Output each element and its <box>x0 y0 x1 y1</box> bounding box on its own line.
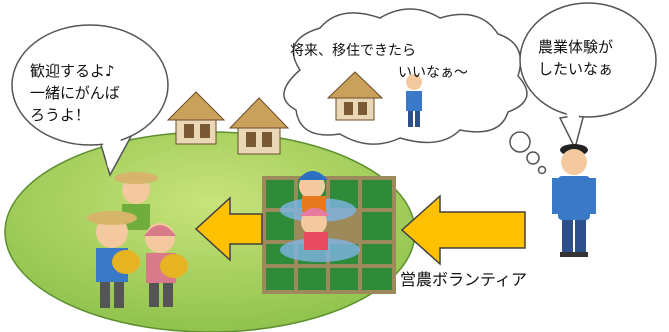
welcome-speech-bubble <box>11 24 169 177</box>
farmhouse-left <box>166 91 226 145</box>
farmers-group <box>87 172 188 308</box>
dream-house-icon <box>326 71 384 121</box>
dream-person-icon <box>406 74 422 127</box>
want-bubble-text: 農業体験が したいなぁ <box>538 36 613 80</box>
welcome-line-1: 歓迎するよ♪ <box>30 62 115 80</box>
welcome-line-2: 一緒にがんば <box>30 84 120 102</box>
volunteer-person <box>552 144 596 257</box>
dream-line-2: いいなぁ～ <box>398 65 468 81</box>
dream-bubble-text: 将来、移住できたら いいなぁ～ <box>290 40 468 84</box>
dream-line-1: 将来、移住できたら <box>290 43 416 59</box>
want-speech-bubble <box>519 2 657 151</box>
arrow-volunteer-to-field <box>400 194 526 266</box>
want-line-1: 農業体験が <box>538 38 614 56</box>
children-planting <box>280 171 360 262</box>
welcome-line-3: ろうよ！ <box>30 106 91 124</box>
arrow-field-to-village <box>194 196 263 262</box>
farm-volunteer-caption: 営農ボランティア <box>400 270 528 289</box>
welcome-bubble-text: 歓迎するよ♪ 一緒にがんば ろうよ！ <box>30 60 120 126</box>
rice-field <box>262 176 396 294</box>
farmhouse-right <box>228 97 290 155</box>
dream-thought-bubble <box>283 8 547 175</box>
want-line-2: したいなぁ <box>538 60 614 78</box>
